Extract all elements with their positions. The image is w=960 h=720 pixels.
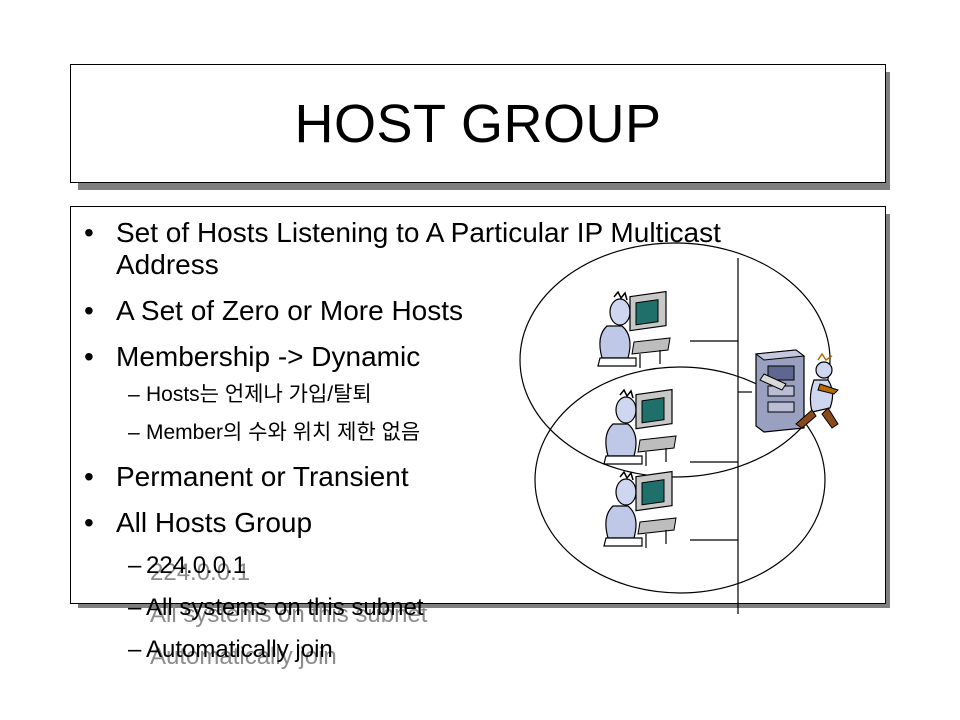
sub-bullet-item: –Member의 수와 위치 제한 없음 bbox=[128, 421, 421, 444]
sub-bullet-item-overflow: 224.0.0.1 –224.0.0.1 bbox=[128, 552, 251, 586]
title-box: HOST GROUP bbox=[70, 64, 886, 183]
bullet-item: Membership -> Dynamic bbox=[82, 341, 802, 373]
sub-bullet-item-overflow: Automatically join –Automatically join bbox=[128, 636, 337, 670]
bullet-item: All Hosts Group bbox=[82, 507, 802, 539]
bullet-list: Set of Hosts Listening to A Particular I… bbox=[82, 215, 802, 670]
slide-title: HOST GROUP bbox=[294, 93, 662, 154]
bullet-item: Set of Hosts Listening to A Particular I… bbox=[82, 217, 802, 281]
sub-bullet-item: –Hosts는 언제나 가입/탈퇴 bbox=[128, 383, 372, 406]
bullet-item: A Set of Zero or More Hosts bbox=[82, 295, 802, 327]
ghost-text: Automatically join bbox=[150, 643, 337, 670]
bullet-item: Permanent or Transient bbox=[82, 461, 802, 493]
sub-bullet-item-overflow: All systems on this subnet –All systems … bbox=[128, 594, 428, 628]
ghost-text: 224.0.0.1 bbox=[150, 559, 251, 586]
ghost-text: All systems on this subnet bbox=[150, 601, 428, 628]
